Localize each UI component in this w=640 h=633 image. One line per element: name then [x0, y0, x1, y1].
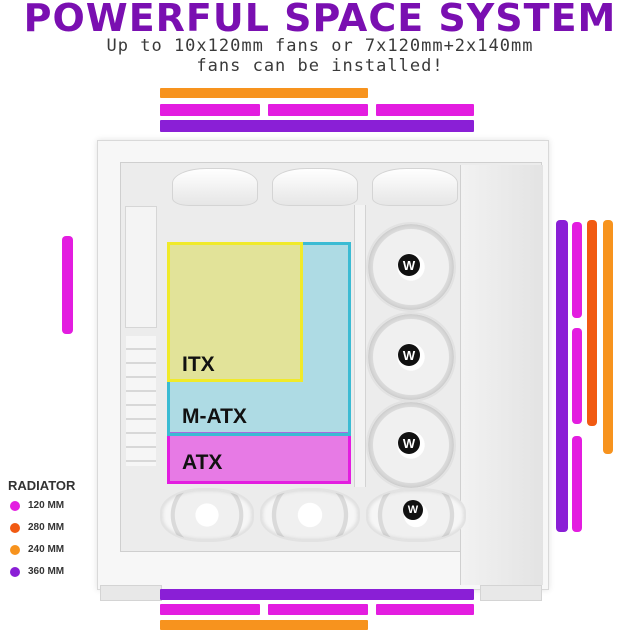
side-bar-120mm-2	[572, 328, 582, 424]
top-bar-120mm-3	[376, 104, 474, 116]
itx-board-outline: ITX	[167, 242, 303, 382]
atx-board-outline: ATX	[167, 432, 351, 484]
center-divider	[354, 205, 366, 487]
top-bar-360mm	[160, 120, 474, 132]
fan-logo-icon: W	[398, 432, 420, 454]
legend-item-240mm: 240 MM	[10, 544, 64, 555]
legend-label: 120 MM	[28, 500, 65, 511]
fan-logo-icon: W	[398, 254, 420, 276]
top-fan-1	[172, 168, 258, 206]
legend-dot-icon	[10, 566, 20, 577]
page-subtitle: Up to 10x120mm fans or 7x120mm+2x140mm f…	[0, 36, 640, 76]
top-bar-120mm-2	[268, 104, 368, 116]
bottom-bar-120mm-2	[268, 604, 368, 615]
legend-label: 360 MM	[28, 566, 65, 577]
bottom-bar-240mm	[160, 620, 368, 630]
bottom-fan-1	[160, 488, 254, 542]
legend-label: 280 MM	[28, 522, 65, 533]
case-foot-right	[480, 585, 542, 601]
legend-item-280mm: 280 MM	[10, 522, 64, 533]
case-foot-left	[100, 585, 162, 601]
subtitle-line-1: Up to 10x120mm fans or 7x120mm+2x140mm	[106, 36, 534, 56]
legend-item-360mm: 360 MM	[10, 566, 64, 577]
legend-item-120mm: 120 MM	[10, 500, 64, 511]
top-fan-3	[372, 168, 458, 206]
rear-bracket	[125, 206, 157, 328]
page-title: POWERFUL SPACE SYSTEM	[23, 0, 617, 40]
legend-dot-icon	[10, 522, 20, 533]
side-bar-240mm	[603, 220, 613, 454]
legend-title: RADIATOR	[8, 478, 76, 493]
top-bar-120mm-1	[160, 104, 260, 116]
bottom-bar-120mm-3	[376, 604, 474, 615]
subtitle-line-2: fans can be installed!	[196, 56, 444, 76]
side-bar-120mm-1	[572, 222, 582, 318]
legend-dot-icon	[10, 500, 20, 511]
atx-label: ATX	[182, 451, 223, 474]
fan-logo-icon: W	[403, 500, 423, 520]
bottom-bar-120mm-1	[160, 604, 260, 615]
fan-logo-icon: W	[398, 344, 420, 366]
front-glass-panel	[460, 165, 543, 585]
legend-label: 240 MM	[28, 544, 65, 555]
itx-label: ITX	[182, 353, 215, 376]
top-bar-240mm	[160, 88, 368, 98]
bottom-fan-2	[260, 488, 360, 542]
pcie-slots	[126, 336, 156, 466]
side-bar-280mm	[587, 220, 597, 426]
top-fan-2	[272, 168, 358, 206]
legend-dot-icon	[10, 544, 20, 555]
side-bar-120mm-3	[572, 436, 582, 532]
bottom-bar-360mm	[160, 589, 474, 600]
rear-bar-120mm	[62, 236, 73, 334]
matx-label: M-ATX	[182, 405, 247, 428]
side-bar-360mm	[556, 220, 568, 532]
